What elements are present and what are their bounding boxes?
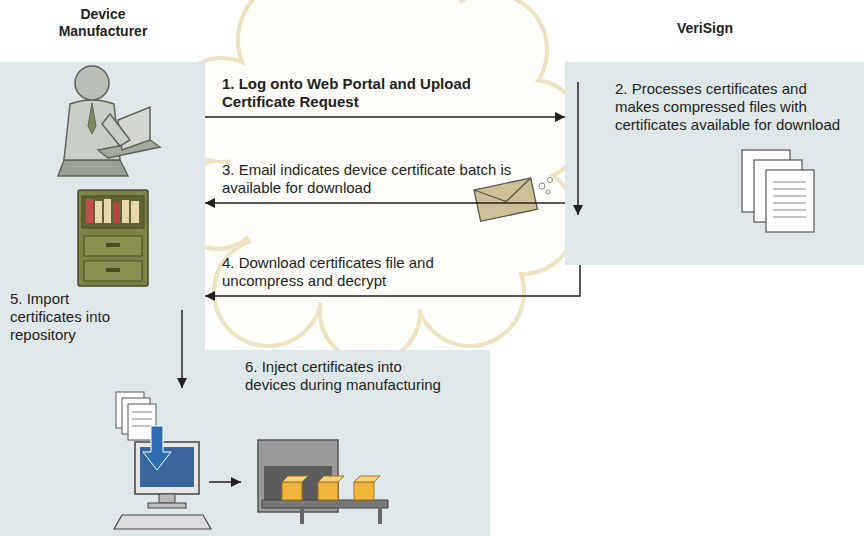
person-icon — [102, 114, 130, 146]
product-box — [354, 476, 380, 482]
process-arrow — [577, 82, 579, 215]
certificate-pages — [132, 419, 152, 420]
process-arrow — [181, 310, 183, 388]
certificate-pages — [773, 210, 806, 211]
certificate-pages — [773, 196, 806, 197]
product-box — [282, 482, 302, 500]
computer-icon — [143, 426, 171, 470]
flow-arrow — [205, 202, 565, 204]
filing-cabinet — [106, 268, 120, 272]
email-envelope — [474, 178, 537, 221]
computer-icon — [159, 494, 175, 503]
step-text: 5. Import certificates into repository — [10, 290, 142, 344]
filing-cabinet — [113, 202, 120, 223]
product-box — [282, 476, 380, 500]
certificate-pages — [742, 150, 814, 232]
step-text: 6. Inject certificates into devices duri… — [245, 358, 455, 394]
filing-cabinet — [86, 199, 93, 223]
assembly-machine — [258, 440, 388, 524]
email-envelope — [546, 190, 550, 194]
filing-cabinet — [95, 201, 102, 223]
filing-cabinet — [106, 243, 120, 247]
certificate-pages — [116, 392, 156, 440]
cloud-outline — [172, 0, 580, 360]
flow-arrow — [205, 116, 565, 118]
product-box — [282, 476, 308, 482]
step-label: 4. Download certificates file and uncomp… — [222, 254, 494, 290]
computer-icon — [135, 442, 199, 494]
step-label: 3. Email indicates device certificate ba… — [222, 161, 514, 197]
assembly-machine — [262, 500, 388, 508]
computer-icon — [114, 426, 211, 529]
certificate-pages — [132, 412, 152, 413]
email-envelope — [474, 178, 553, 222]
process-arrow — [182, 82, 578, 482]
cloud-fill — [172, 0, 580, 360]
assembly-machine — [300, 508, 304, 524]
organization-panel: VeriSign2. Processes certificates and ma… — [565, 62, 864, 265]
step-text: 2. Processes certificates and makes comp… — [615, 80, 853, 134]
process-arrow — [209, 481, 241, 483]
person-icon — [75, 66, 109, 100]
certificate-pages — [766, 170, 814, 232]
person-icon — [88, 103, 96, 134]
certificate-pages — [773, 217, 806, 218]
filing-cabinet — [84, 236, 142, 256]
computer-icon — [114, 515, 211, 529]
person-icon — [58, 66, 160, 176]
panel-heading: VeriSign — [625, 20, 785, 37]
filing-cabinet — [84, 261, 142, 281]
certificate-pages — [132, 426, 152, 427]
assembly-machine — [378, 508, 382, 524]
filing-cabinet — [104, 199, 111, 223]
filing-cabinet — [78, 190, 148, 286]
certificate-pages — [773, 189, 806, 190]
email-envelope — [474, 178, 537, 221]
step-label: 1. Log onto Web Portal and Upload Certif… — [222, 75, 472, 111]
email-envelope — [539, 183, 545, 189]
email-envelope — [548, 178, 553, 183]
filing-cabinet — [131, 201, 139, 223]
product-box — [354, 482, 374, 500]
certificate-pages — [773, 182, 806, 183]
panel-heading: Device Manufacturer — [48, 6, 158, 40]
computer-icon — [148, 503, 186, 508]
filing-cabinet — [78, 190, 148, 286]
certificate-pages — [773, 203, 806, 204]
person-icon — [58, 160, 128, 176]
filing-cabinet — [82, 196, 144, 228]
product-box — [318, 482, 338, 500]
filing-cabinet — [122, 200, 129, 223]
product-box — [318, 476, 344, 482]
